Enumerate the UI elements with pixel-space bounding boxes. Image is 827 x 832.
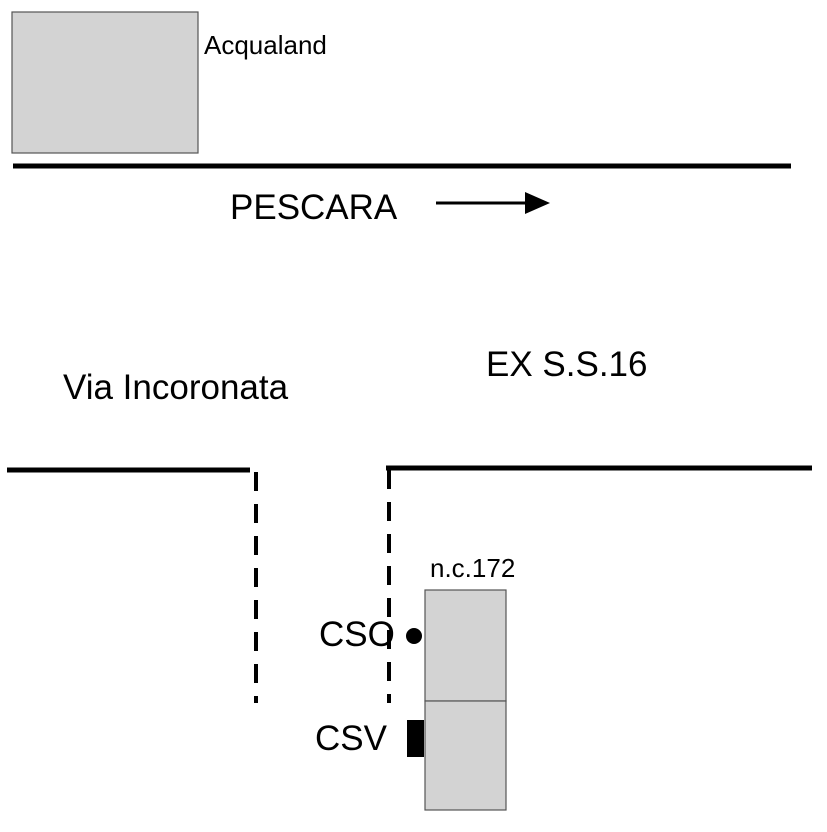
pescara-direction-label: PESCARA xyxy=(230,188,398,227)
arrow-head-icon xyxy=(525,192,550,214)
side-road-label: Via Incoronata xyxy=(63,368,289,407)
acqualand-building xyxy=(11,11,199,154)
building-number-label: n.c.172 xyxy=(430,553,515,583)
csv-label: CSV xyxy=(315,719,388,758)
building-lower-block xyxy=(424,700,507,811)
building-upper-block xyxy=(424,589,507,702)
csv-block-marker xyxy=(407,720,424,757)
acqualand-label: Acqualand xyxy=(204,30,327,60)
cso-dot-marker xyxy=(406,628,422,644)
main-road-label: EX S.S.16 xyxy=(486,345,647,384)
cso-label: CSO xyxy=(319,615,395,654)
